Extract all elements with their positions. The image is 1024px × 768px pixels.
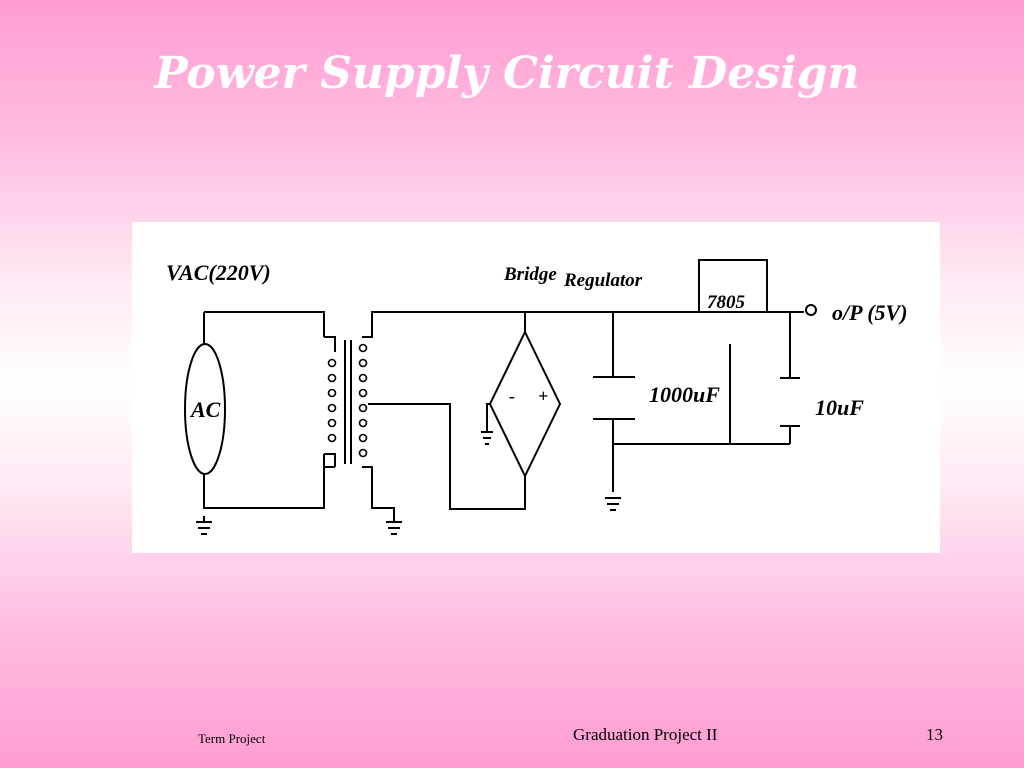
ground-symbol-bridge <box>481 431 493 445</box>
primary-coil-loops <box>327 358 337 443</box>
label-plus: + <box>538 386 548 406</box>
bridge-rectifier <box>488 329 562 479</box>
label-output: o/P (5V) <box>832 300 908 325</box>
wire-ac-bottom <box>203 467 325 509</box>
ac-source <box>184 343 226 475</box>
regulator-ic <box>698 259 768 313</box>
footer-left-text: Term Project <box>198 731 266 746</box>
secondary-coil-loops <box>358 343 368 458</box>
label-cap1: 1000uF <box>649 382 720 407</box>
output-terminal <box>805 304 817 316</box>
label-minus: - <box>509 386 515 406</box>
slide-title: Power Supply Circuit Design <box>154 48 860 99</box>
wire-primary-top <box>204 311 325 337</box>
label-regulator: Regulator <box>563 270 643 291</box>
secondary-top-lead <box>362 311 699 338</box>
label-source: VAC(220V) <box>166 260 271 285</box>
primary-coil <box>323 336 336 468</box>
label-cap2: 10uF <box>815 395 864 420</box>
bridge-left-wire <box>486 403 490 432</box>
ground-symbol-ac <box>196 516 212 535</box>
center-tap-wire <box>368 403 526 510</box>
secondary-bottom-lead <box>362 466 395 518</box>
label-bridge: Bridge <box>503 264 557 285</box>
circuit-diagram-svg: VAC(220V) Bridge Regulator 7805 o/P (5V)… <box>166 259 908 535</box>
ground-symbol-cap <box>605 497 621 511</box>
ground-symbol-transformer <box>386 518 402 535</box>
primary-coil-frame <box>324 453 336 467</box>
page-number: 13 <box>926 725 943 744</box>
footer-center-text: Graduation Project II <box>573 725 718 744</box>
circuit-diagram: VAC(220V) Bridge Regulator 7805 o/P (5V)… <box>132 222 940 553</box>
label-ac: AC <box>189 397 221 422</box>
label-ic: 7805 <box>707 292 746 313</box>
